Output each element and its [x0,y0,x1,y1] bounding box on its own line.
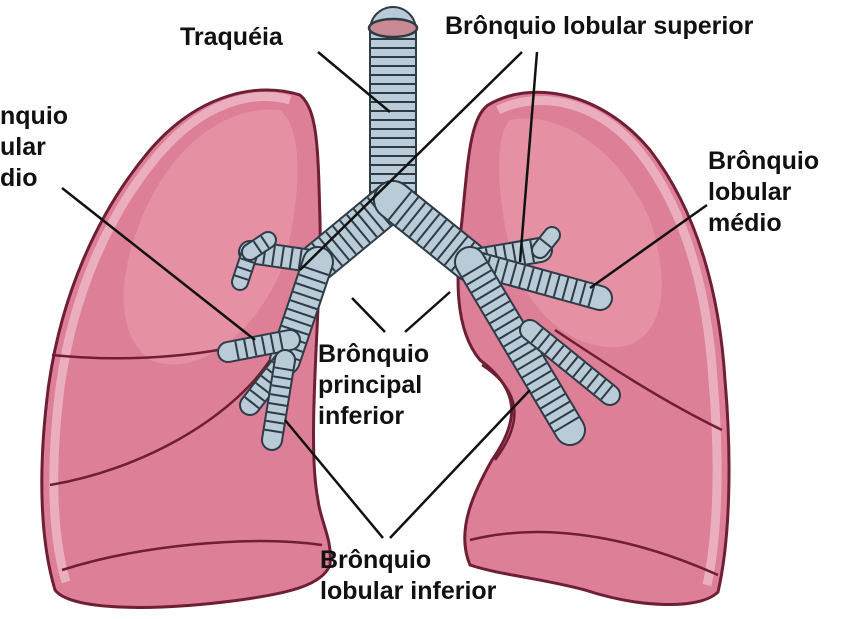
label-right-middle-line-3: médio [708,208,819,239]
label-lower-lobe-bronchus: Brônquio lobular inferior [320,545,496,607]
label-upper-lobe-bronchus-text: Brônquio lobular superior [445,11,753,42]
label-main-bronchus-line-2: principal [318,370,429,401]
right-lower-branch-b [272,360,285,440]
label-left-middle-line-2: ular [0,132,68,163]
label-main-bronchus: Brônquio principal inferior [318,339,429,432]
leader-main-left [352,298,385,332]
label-trachea-text: Traquéia [180,22,283,53]
label-lower-lobe-line-1: Brônquio [320,545,496,576]
label-left-middle-line-1: nquio [0,101,68,132]
trachea-opening [369,19,417,37]
label-trachea: Traquéia [180,22,283,53]
label-main-bronchus-line-1: Brônquio [318,339,429,370]
label-right-middle-bronchus: Brônquio lobular médio [708,146,819,239]
label-lower-lobe-line-2: lobular inferior [320,576,496,607]
label-upper-lobe-bronchus: Brônquio lobular superior [445,11,753,42]
leader-main-right [405,292,450,332]
label-right-middle-line-2: lobular [708,177,819,208]
label-left-middle-line-3: dio [0,163,68,194]
label-main-bronchus-line-3: inferior [318,401,429,432]
label-left-middle-bronchus: nquio ular dio [0,101,68,194]
label-right-middle-line-1: Brônquio [708,146,819,177]
